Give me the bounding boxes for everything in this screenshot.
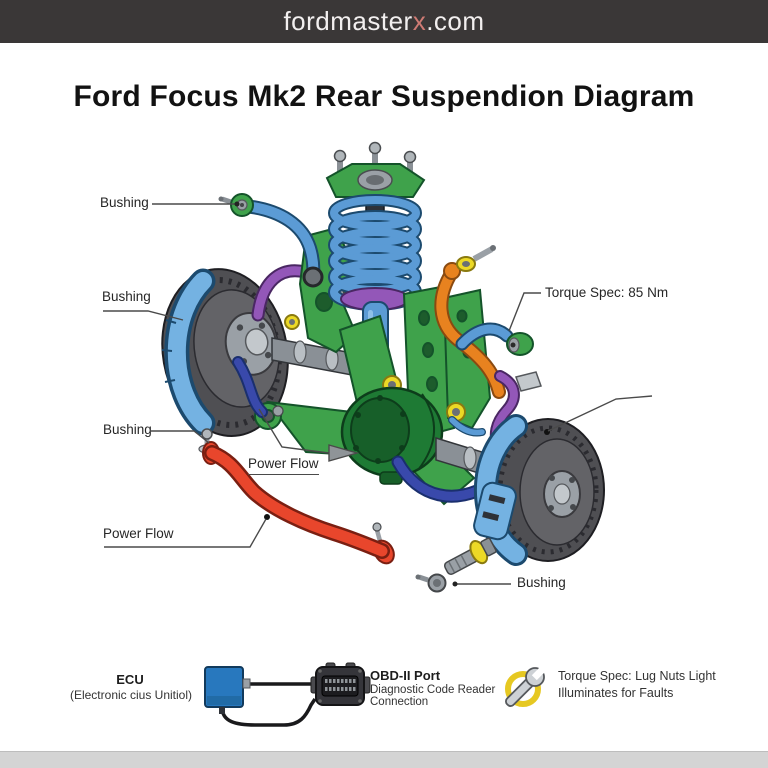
- legend-torque-line2: Illuminates for Faults: [558, 686, 674, 700]
- right-brake-disc-icon: [491, 418, 605, 562]
- wrench-icon: [505, 665, 547, 707]
- label-bushing-upper: Bushing: [100, 195, 149, 210]
- legend-obd-line1: Diagnostic Code Reader: [370, 684, 496, 696]
- upper-arm-right-icon: [448, 322, 534, 437]
- site-name-prefix: fordmaster: [283, 6, 413, 36]
- legend-ecu-title: ECU: [116, 672, 144, 687]
- legend-obd-line2: Connection: [370, 696, 429, 708]
- upper-control-arm-icon: [218, 193, 324, 288]
- right-brake-caliper-icon: [473, 414, 528, 566]
- label-bushing-left: Bushing: [102, 289, 151, 304]
- bolt-yellow-washer-icon: [443, 537, 497, 575]
- left-brake-caliper-icon: [161, 268, 216, 436]
- site-name-accent: x: [412, 6, 427, 36]
- legend-obd-title: OBD-II Port: [370, 668, 441, 683]
- site-name: fordmasterx.com: [283, 6, 484, 37]
- differential-icon: [340, 386, 444, 485]
- label-torque-spec: Torque Spec: 85 Nm: [545, 285, 669, 300]
- bolt-small-icon: [415, 573, 447, 593]
- legend-ecu-subtitle: (Electronic cius Unitiol): [69, 688, 193, 702]
- label-bushing-swaybar: Bushing: [103, 422, 152, 437]
- label-power-flow-bar: Power Flow: [103, 526, 174, 541]
- page-title: Ford Focus Mk2 Rear Suspendion Diagram: [73, 80, 695, 113]
- label-bushing-bolt: Bushing: [517, 575, 566, 590]
- sway-bar-icon: [198, 428, 395, 565]
- label-power-flow-center: Power Flow: [248, 457, 319, 475]
- site-header: fordmasterx.com: [0, 0, 768, 43]
- legend-torque-line1: Torque Spec: Lug Nuts Light: [558, 669, 716, 683]
- obd-connector-icon: [310, 662, 371, 706]
- ecu-module-icon: [204, 666, 317, 727]
- site-name-suffix: .com: [426, 6, 485, 36]
- footer-strip: [0, 751, 768, 768]
- leader-lines: [103, 201, 653, 587]
